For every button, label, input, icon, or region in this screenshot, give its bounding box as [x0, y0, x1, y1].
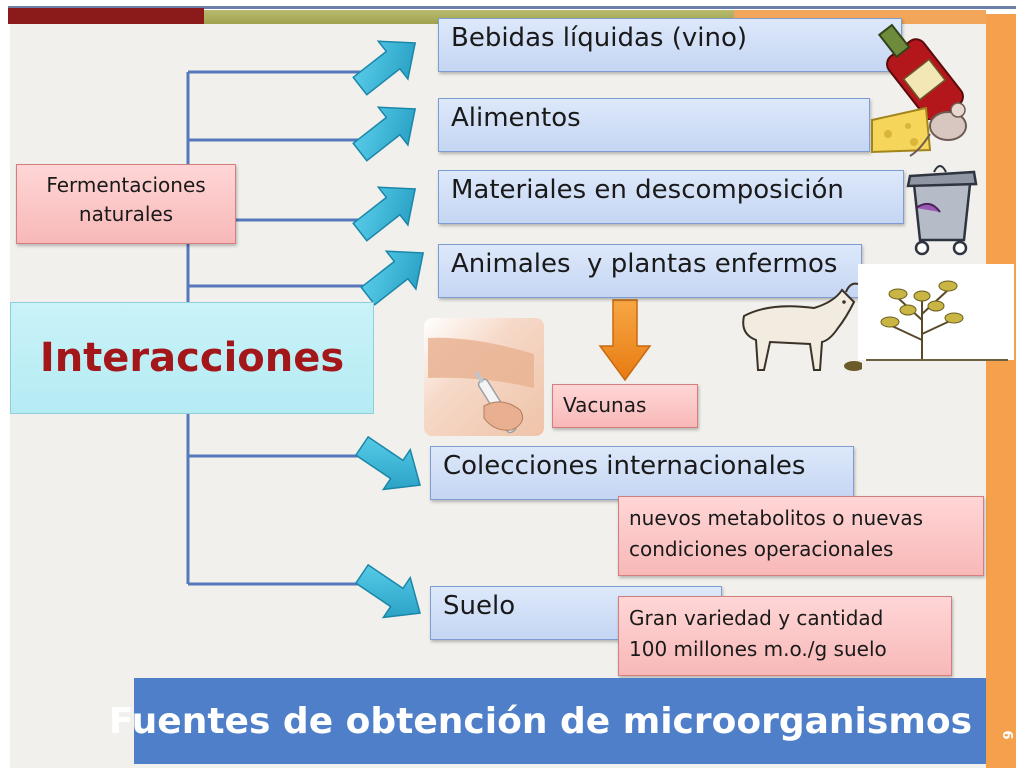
- cheese-mouse-icon: [871, 102, 967, 157]
- hub-interacciones-label: Interacciones: [39, 335, 345, 381]
- arrow-animales-icon: [360, 250, 425, 306]
- arrow-colecciones-icon: [354, 435, 421, 491]
- slide-number: 6: [999, 730, 1014, 740]
- source-animales-label: Animales y plantas enfermos: [451, 249, 838, 279]
- fermentaciones-label: Fermentaciones naturales: [46, 173, 206, 226]
- wine-bottle-icon: [877, 23, 964, 120]
- diseased-plant-icon: [866, 280, 1008, 361]
- arrow-vacunas-icon: [598, 299, 652, 382]
- arrow-bebidas-icon: [352, 40, 417, 96]
- vacunas-box: Vacunas: [552, 384, 698, 428]
- vacunas-label: Vacunas: [563, 393, 647, 417]
- plant-photo-frame: [858, 264, 1014, 360]
- top-bar-dark: [8, 8, 204, 24]
- source-alimentos-box: Alimentos: [438, 98, 870, 152]
- arrow-alimentos-icon: [352, 106, 417, 162]
- suelo-note-line-2: 100 millones m.o./g suelo: [629, 637, 887, 661]
- arrow-suelo-icon: [354, 563, 421, 619]
- trash-can-icon: [906, 165, 978, 256]
- source-animales-box: Animales y plantas enfermos: [438, 244, 862, 298]
- goat-icon: [742, 282, 862, 371]
- vaccine-injection-icon: [428, 337, 534, 434]
- suelo-note-box: Gran variedad y cantidad 100 millones m.…: [618, 596, 952, 676]
- colecciones-note-line-1: nuevos metabolitos o nuevas: [629, 506, 924, 530]
- source-suelo-label: Suelo: [443, 591, 516, 621]
- fermentaciones-box: Fermentaciones naturales: [16, 164, 236, 244]
- source-bebidas-label: Bebidas líquidas (vino): [451, 23, 747, 53]
- slide-title-banner: Fuentes de obtención de microorganismos: [109, 678, 986, 764]
- source-colecciones-box: Colecciones internacionales: [430, 446, 854, 500]
- source-colecciones-label: Colecciones internacionales: [443, 451, 806, 481]
- source-materiales-label: Materiales en descomposición: [451, 175, 844, 205]
- source-bebidas-box: Bebidas líquidas (vino): [438, 18, 902, 72]
- arrow-materiales-icon: [352, 186, 417, 242]
- colecciones-note-box: nuevos metabolitos o nuevas condiciones …: [618, 496, 984, 576]
- accent-strip: [986, 14, 1016, 768]
- suelo-note-line-1: Gran variedad y cantidad: [629, 606, 884, 630]
- colecciones-note-line-2: condiciones operacionales: [629, 537, 894, 561]
- slide-title: Fuentes de obtención de microorganismos: [108, 700, 972, 742]
- source-alimentos-label: Alimentos: [451, 103, 581, 133]
- hub-interacciones-box: Interacciones: [10, 302, 374, 414]
- top-rule: [8, 6, 1016, 9]
- source-materiales-box: Materiales en descomposición: [438, 170, 904, 224]
